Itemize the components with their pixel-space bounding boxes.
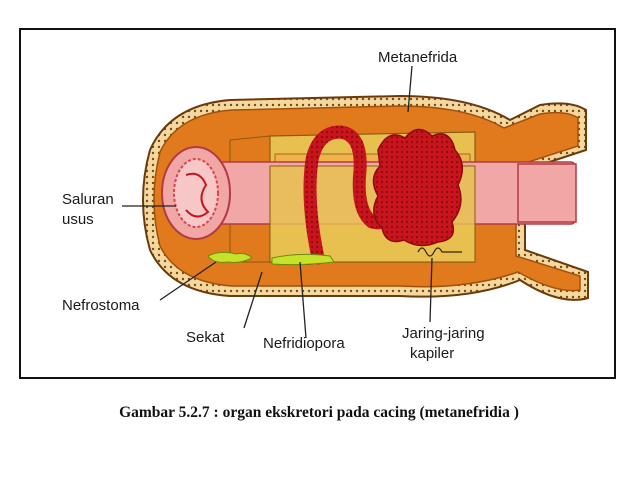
label-saluran: Saluran xyxy=(62,191,114,208)
label-nefrostoma: Nefrostoma xyxy=(62,297,140,314)
label-metanefrida: Metanefrida xyxy=(378,49,458,66)
septum-sekat xyxy=(271,253,335,266)
gut-tube-right-end xyxy=(517,163,577,223)
capillary-vessel xyxy=(417,247,462,257)
nephrostome xyxy=(207,251,253,263)
label-nefridiopora: Nefridiopora xyxy=(263,335,345,352)
label-sekat: Sekat xyxy=(186,329,225,346)
gut-typhlosole xyxy=(185,172,210,218)
figure-caption: Gambar 5.2.7 : organ ekskretori pada cac… xyxy=(119,404,519,421)
capillary-mass xyxy=(372,128,464,247)
leader-lines xyxy=(122,65,433,339)
nephridium-tubule-loop xyxy=(303,125,399,265)
label-kapiler: kapiler xyxy=(410,345,454,362)
label-usus: usus xyxy=(62,211,94,228)
label-jaring-jaring: Jaring-jaring xyxy=(402,325,485,342)
